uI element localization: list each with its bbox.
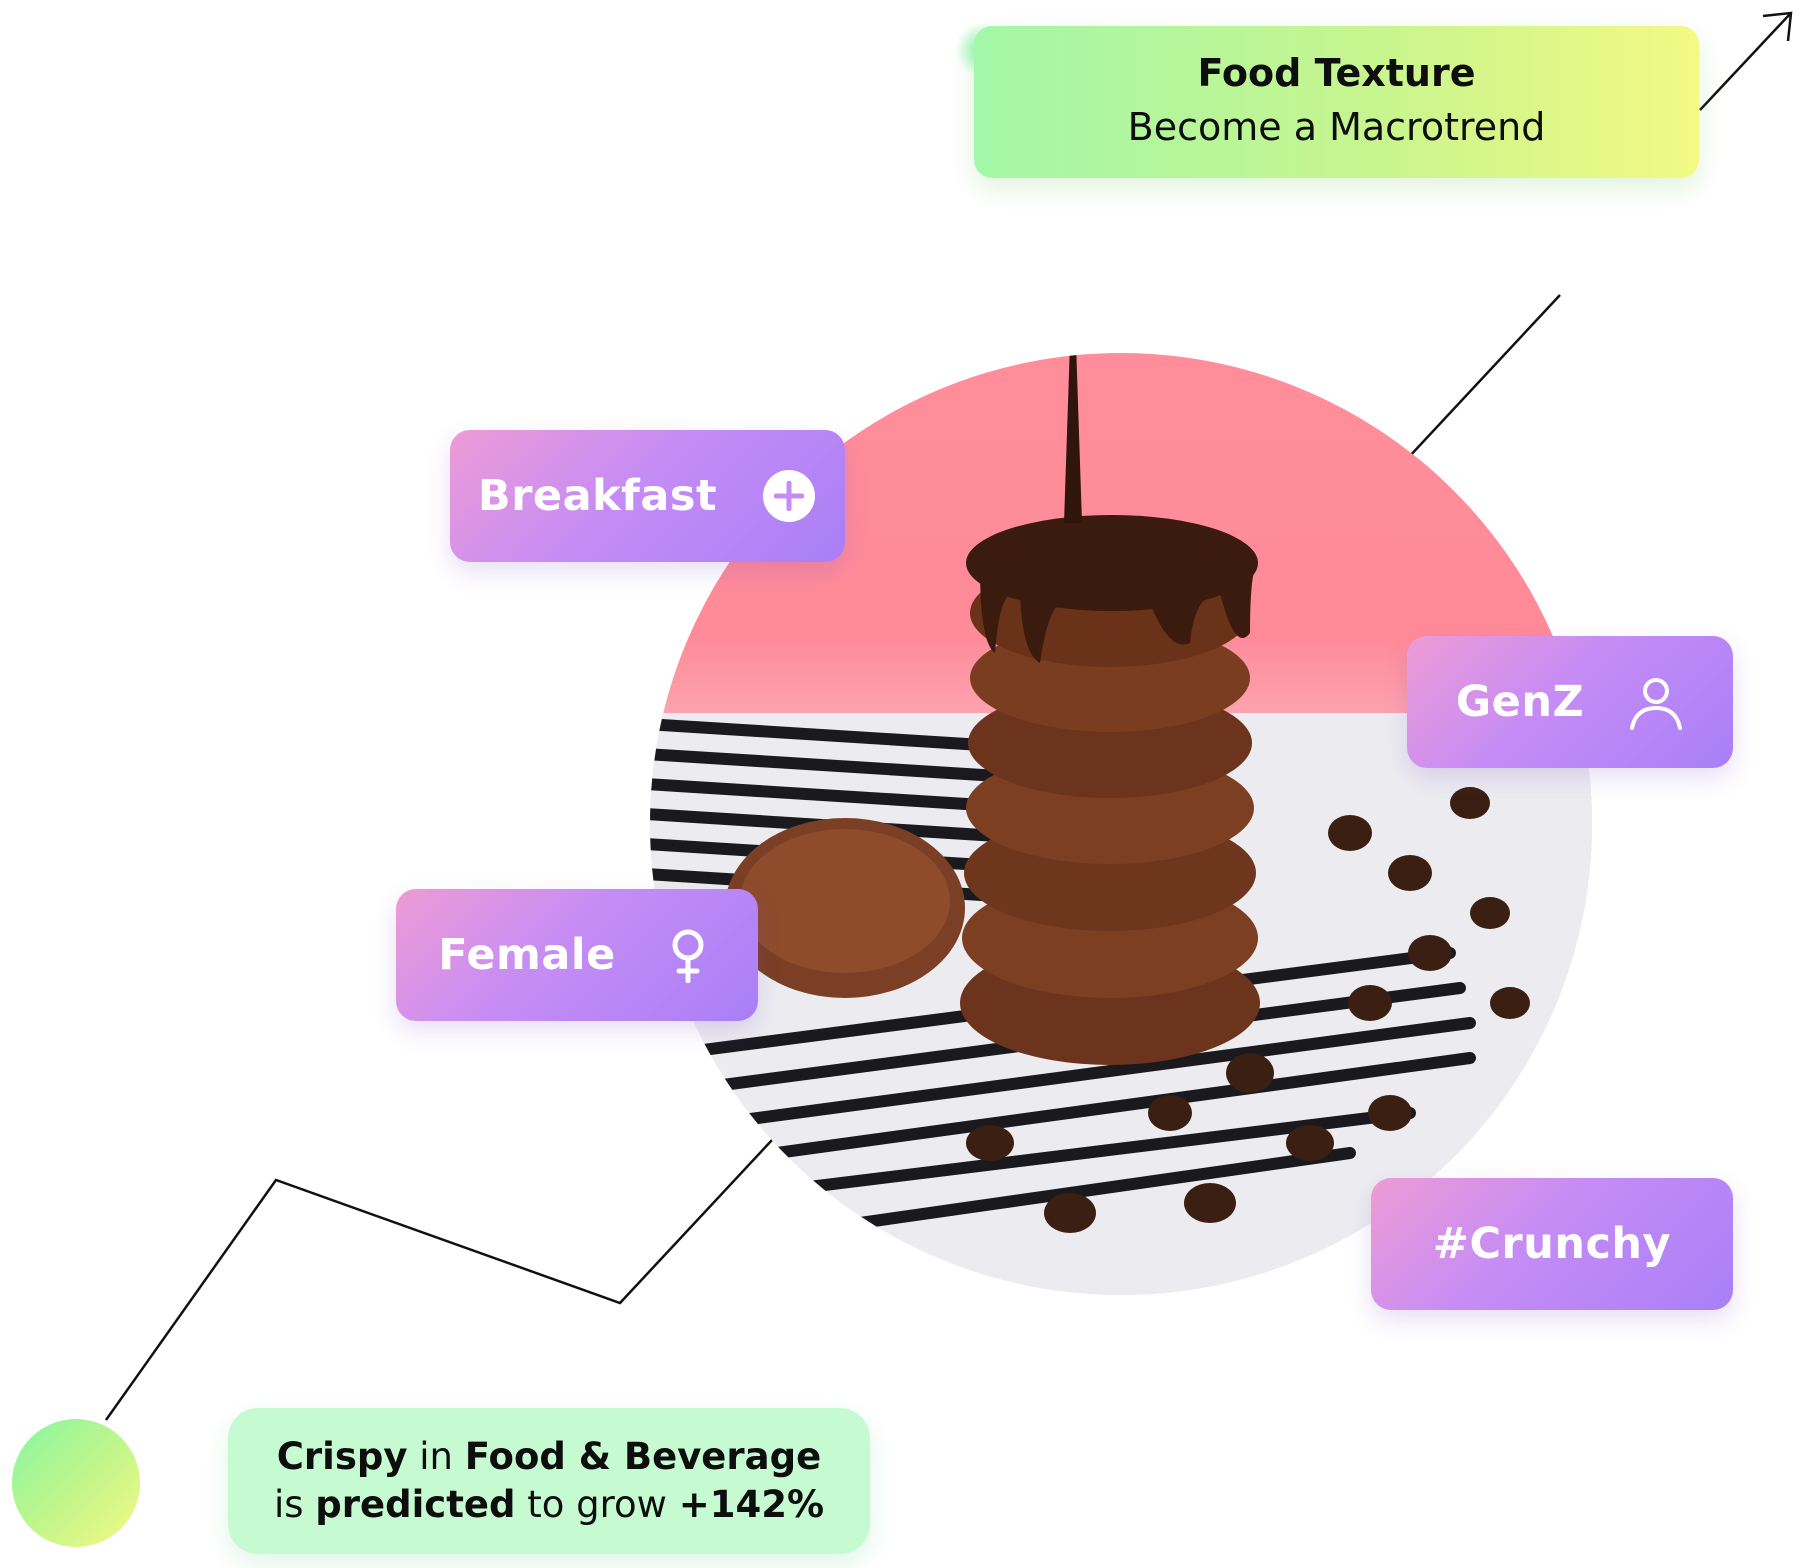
tag-genz[interactable]: GenZ	[1407, 636, 1733, 768]
stat-growth-value: +142%	[678, 1483, 825, 1526]
user-icon	[1628, 674, 1684, 730]
female-symbol-icon	[660, 927, 716, 984]
stat-line-1: Crispy in Food & Beverage	[277, 1433, 821, 1481]
tag-genz-label: GenZ	[1455, 677, 1585, 727]
tag-crunchy[interactable]: #Crunchy	[1371, 1178, 1733, 1310]
headline-card: Food Texture Become a Macrotrend	[974, 26, 1699, 178]
trend-start-dot	[12, 1419, 140, 1547]
tag-breakfast[interactable]: Breakfast	[450, 430, 845, 562]
stat-word-to-grow: to grow	[527, 1483, 667, 1526]
headline-subtitle: Become a Macrotrend	[1127, 105, 1546, 149]
stat-word-predicted: predicted	[315, 1483, 516, 1526]
stat-line-2: is predicted to grow +142%	[274, 1481, 824, 1529]
tag-breakfast-label: Breakfast	[477, 471, 718, 521]
headline-title: Food Texture	[1197, 51, 1476, 95]
stat-word-crispy: Crispy	[276, 1435, 408, 1478]
stat-word-category: Food & Beverage	[464, 1435, 822, 1478]
plus-circle-icon	[761, 468, 817, 524]
tag-female-label: Female	[438, 930, 616, 980]
stat-word-is: is	[273, 1483, 304, 1526]
tag-female[interactable]: Female	[396, 889, 758, 1021]
arrow-head-icon	[1762, 11, 1793, 42]
growth-stat-card: Crispy in Food & Beverage is predicted t…	[228, 1408, 870, 1554]
stat-word-in: in	[419, 1435, 453, 1478]
tag-crunchy-label: #Crunchy	[1432, 1219, 1672, 1269]
